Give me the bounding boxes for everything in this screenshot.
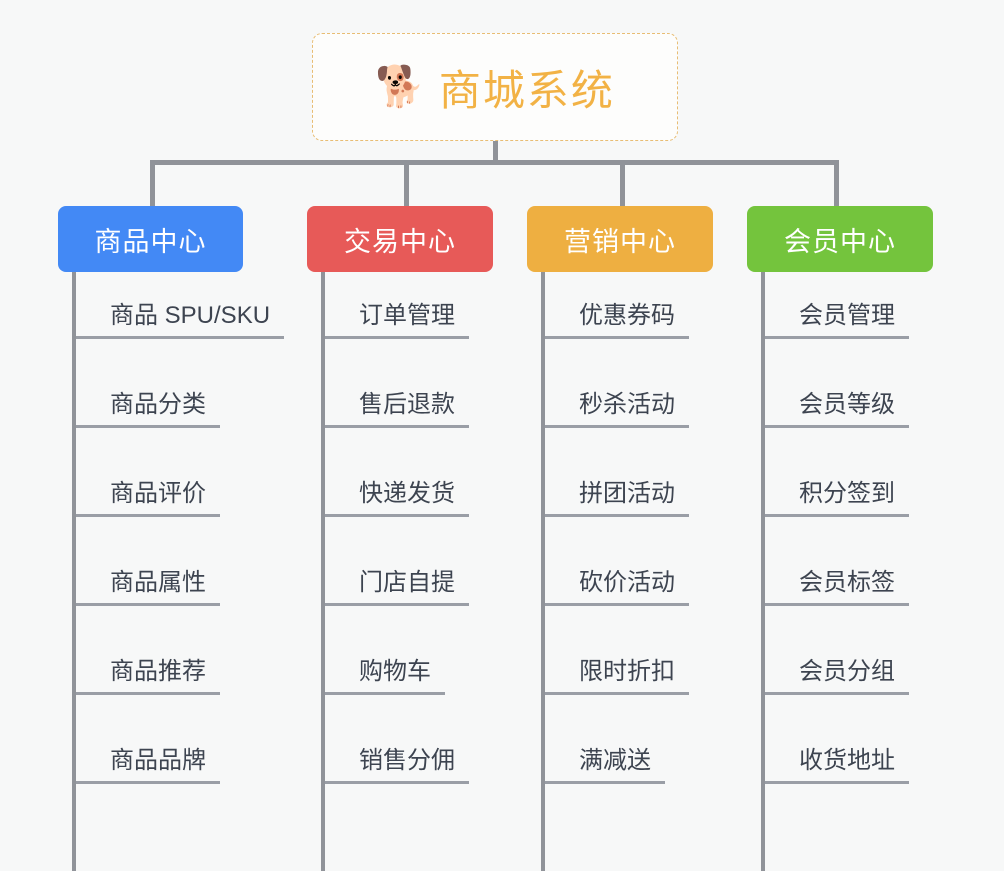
connector-horizontal-bus: [150, 160, 838, 165]
leaf-item-label: 满减送: [579, 747, 651, 775]
leaf-item-underline: [545, 425, 689, 428]
category-label-product-center: 商品中心: [94, 226, 207, 257]
column-spine-product-center: [72, 272, 76, 871]
leaf-item[interactable]: 销售分佣: [325, 695, 469, 784]
category-box-trade-center[interactable]: 交易中心: [307, 206, 493, 272]
leaf-item-underline: [325, 781, 469, 784]
leaf-item-underline: [545, 692, 689, 695]
leaf-item[interactable]: 商品属性: [76, 517, 220, 606]
column-spine-marketing-center: [541, 272, 545, 871]
leaf-item-underline: [545, 781, 665, 784]
leaf-item[interactable]: 会员标签: [765, 517, 909, 606]
shiba-dog-icon: 🐕: [375, 65, 425, 109]
leaf-item-underline: [76, 781, 220, 784]
leaf-item[interactable]: 售后退款: [325, 339, 469, 428]
leaf-item-underline: [545, 603, 689, 606]
leaf-item-label: 售后退款: [359, 391, 455, 419]
leaf-item-label: 会员等级: [799, 391, 895, 419]
leaf-item-underline: [765, 514, 909, 517]
leaf-item-underline: [765, 425, 909, 428]
root-title: 商城系统: [438, 66, 615, 114]
leaf-item-label: 优惠券码: [579, 302, 675, 330]
category-box-product-center[interactable]: 商品中心: [58, 206, 243, 272]
leaf-item[interactable]: 快递发货: [325, 428, 469, 517]
leaf-item-label: 商品评价: [110, 480, 206, 508]
leaf-item-underline: [76, 692, 220, 695]
leaf-item-label: 商品属性: [110, 569, 206, 597]
category-box-member-center[interactable]: 会员中心: [747, 206, 933, 272]
leaf-item-label: 拼团活动: [579, 480, 675, 508]
leaf-item-underline: [325, 514, 469, 517]
leaf-item[interactable]: 购物车: [325, 606, 445, 695]
column-marketing-center: 优惠券码秒杀活动拼团活动砍价活动限时折扣满减送: [541, 272, 728, 871]
leaf-item[interactable]: 商品推荐: [76, 606, 220, 695]
leaf-item[interactable]: 会员分组: [765, 606, 909, 695]
leaf-item-underline: [765, 336, 909, 339]
leaf-item-label: 快递发货: [359, 480, 455, 508]
leaf-item-label: 砍价活动: [579, 569, 675, 597]
leaf-item-underline: [76, 336, 284, 339]
leaf-item[interactable]: 商品分类: [76, 339, 220, 428]
connector-drop-marketing-center: [620, 160, 625, 206]
connector-drop-product-center: [150, 160, 155, 206]
leaf-item[interactable]: 门店自提: [325, 517, 469, 606]
leaf-item[interactable]: 会员管理: [765, 250, 909, 339]
root-node[interactable]: 🐕 商城系统: [312, 33, 678, 141]
connector-drop-trade-center: [404, 160, 409, 206]
leaf-item[interactable]: 商品评价: [76, 428, 220, 517]
leaf-item[interactable]: 秒杀活动: [545, 339, 689, 428]
leaf-item-underline: [76, 514, 220, 517]
leaf-item-underline: [325, 336, 469, 339]
column-member-center: 会员管理会员等级积分签到会员标签会员分组收货地址: [761, 272, 956, 871]
leaf-item[interactable]: 限时折扣: [545, 606, 689, 695]
leaf-item-underline: [325, 425, 469, 428]
leaf-item-underline: [76, 603, 220, 606]
leaf-item-label: 商品分类: [110, 391, 206, 419]
leaf-item-label: 秒杀活动: [579, 391, 675, 419]
leaf-item[interactable]: 商品 SPU/SKU: [76, 250, 284, 339]
column-spine-member-center: [761, 272, 765, 871]
category-label-marketing-center: 营销中心: [564, 226, 676, 257]
leaf-item-underline: [325, 692, 445, 695]
leaf-item-label: 会员分组: [799, 658, 895, 686]
connector-root-stem: [493, 141, 498, 163]
leaf-item[interactable]: 砍价活动: [545, 517, 689, 606]
leaf-item[interactable]: 满减送: [545, 695, 665, 784]
leaf-item[interactable]: 会员等级: [765, 339, 909, 428]
leaf-item[interactable]: 积分签到: [765, 428, 909, 517]
leaf-item[interactable]: 订单管理: [325, 250, 469, 339]
column-product-center: 商品 SPU/SKU 商品分类商品评价商品属性商品推荐商品品牌: [72, 272, 318, 871]
leaf-item-label: 商品品牌: [110, 747, 206, 775]
connector-drop-member-center: [834, 160, 839, 206]
category-box-marketing-center[interactable]: 营销中心: [527, 206, 713, 272]
leaf-item-label: 购物车: [359, 658, 431, 686]
leaf-item-underline: [765, 692, 909, 695]
category-label-member-center: 会员中心: [784, 226, 896, 257]
leaf-item-label: 销售分佣: [359, 747, 455, 775]
leaf-item-underline: [545, 336, 689, 339]
column-spine-trade-center: [321, 272, 325, 871]
leaf-item[interactable]: 拼团活动: [545, 428, 689, 517]
category-label-trade-center: 交易中心: [344, 226, 456, 257]
leaf-item-underline: [545, 514, 689, 517]
leaf-item-underline: [76, 425, 220, 428]
leaf-item-underline: [325, 603, 469, 606]
leaf-item[interactable]: 优惠券码: [545, 250, 689, 339]
leaf-item-underline: [765, 603, 909, 606]
leaf-item-label: 会员管理: [799, 302, 895, 330]
mindmap-diagram: 🐕 商城系统 商品中心商品 SPU/SKU 商品分类商品评价商品属性商品推荐商品品…: [58, 33, 956, 871]
leaf-item-label: 收货地址: [799, 747, 895, 775]
column-trade-center: 订单管理售后退款快递发货门店自提购物车销售分佣: [321, 272, 526, 871]
leaf-item-label: 限时折扣: [579, 658, 675, 686]
leaf-item-label: 订单管理: [359, 302, 455, 330]
leaf-item-label: 门店自提: [359, 569, 455, 597]
leaf-item-label: 会员标签: [799, 569, 895, 597]
leaf-item-label: 积分签到: [799, 480, 895, 508]
leaf-item[interactable]: 收货地址: [765, 695, 909, 784]
leaf-item[interactable]: 商品品牌: [76, 695, 220, 784]
leaf-item-underline: [765, 781, 909, 784]
leaf-item-label: 商品 SPU/SKU: [110, 302, 271, 330]
leaf-item-label: 商品推荐: [110, 658, 206, 686]
